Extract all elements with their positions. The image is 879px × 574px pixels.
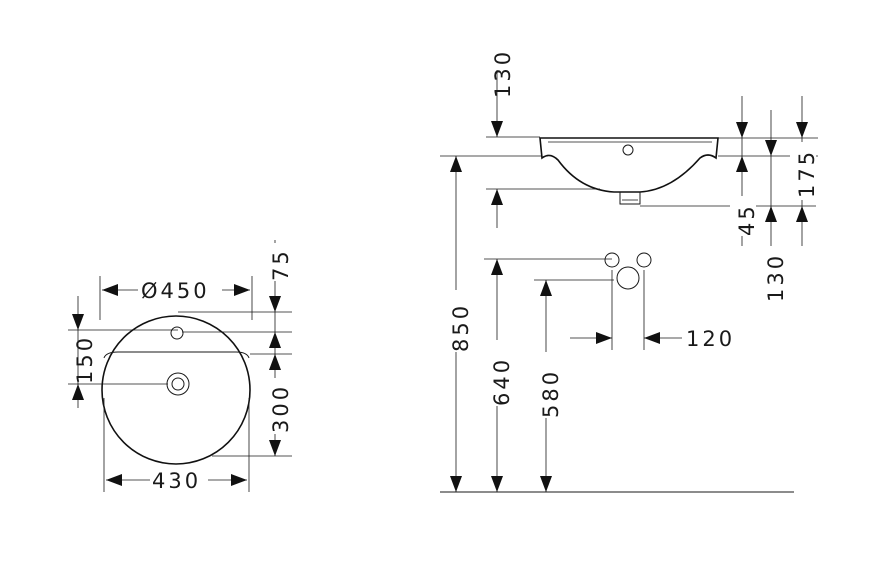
dim-left-150: 150	[73, 335, 97, 384]
dim-right-130: 130	[764, 253, 788, 302]
dim-right-75: 75	[269, 248, 293, 281]
dim-pipe-640: 640	[490, 357, 514, 406]
tap-hole	[170, 326, 184, 340]
side-view: 130 850 640 580	[440, 49, 819, 493]
dim-total-850: 850	[449, 303, 473, 352]
tap-hole-side	[622, 144, 634, 156]
dim-top-130: 130	[491, 49, 515, 98]
pipe-drain	[616, 266, 640, 290]
drain-outlet	[619, 192, 641, 205]
dim-diameter-450: Ø450	[141, 279, 210, 303]
top-view: Ø450 430 150 75 300	[68, 240, 293, 493]
dim-drain-45: 45	[735, 203, 759, 236]
basin-side-profile	[539, 137, 719, 193]
dim-depth-175: 175	[795, 149, 819, 198]
basin-rim-line	[103, 351, 250, 359]
pipe-hot	[604, 252, 620, 268]
dim-pipe-580: 580	[539, 369, 563, 418]
dim-right-300: 300	[269, 384, 293, 433]
dim-width-430: 430	[152, 469, 201, 493]
dim-spacing-120: 120	[686, 327, 735, 351]
drain-inner	[171, 377, 185, 391]
pipe-cold	[636, 252, 652, 268]
